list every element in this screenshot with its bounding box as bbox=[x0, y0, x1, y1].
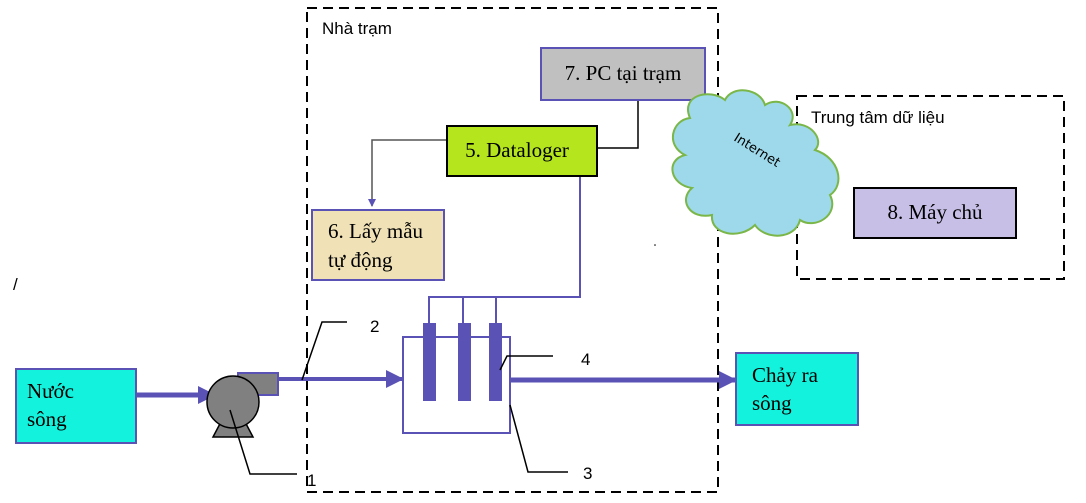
callout-4: 4 bbox=[581, 350, 590, 369]
datalogger-label: 5. Dataloger bbox=[465, 138, 569, 162]
sampler-label-line2: tự động bbox=[328, 248, 393, 272]
callout-3: 3 bbox=[583, 464, 592, 483]
river-water-box: Nước sông bbox=[15, 368, 137, 444]
river-water-line1: Nước bbox=[27, 379, 74, 403]
outflow-line1: Chảy ra bbox=[752, 363, 819, 387]
pump-icon bbox=[206, 372, 279, 438]
station-zone-label: Nhà trạm bbox=[322, 19, 392, 38]
station-zone: Nhà trạm bbox=[306, 7, 719, 493]
callout-lines bbox=[229, 321, 568, 475]
auto-sampler-box: 6. Lấy mẫu tự động bbox=[311, 209, 445, 281]
datacenter-zone-label: Trung tâm dữ liệu bbox=[811, 108, 945, 127]
sampler-label-line1: 6. Lấy mẫu bbox=[328, 219, 424, 243]
sensor-probe bbox=[423, 323, 436, 401]
outflow-box: Chảy ra sông bbox=[735, 352, 859, 426]
callout-2: 2 bbox=[370, 317, 379, 336]
river-water-line2: sông bbox=[27, 407, 67, 431]
stray-dot bbox=[654, 244, 656, 246]
server-label: 8. Máy chủ bbox=[887, 200, 983, 224]
sensor-probe bbox=[489, 323, 502, 401]
measurement-cell bbox=[402, 323, 511, 434]
station-pc-box: 7. PC tại trạm bbox=[540, 47, 706, 101]
station-pc-label: 7. PC tại trạm bbox=[565, 61, 682, 85]
datalogger-box: 5. Dataloger bbox=[446, 125, 598, 177]
sensor-probe bbox=[458, 323, 471, 401]
internet-cloud: Internet bbox=[671, 89, 840, 237]
signal-lines bbox=[368, 100, 639, 207]
callout-1: 1 bbox=[307, 471, 316, 490]
server-box: 8. Máy chủ bbox=[853, 187, 1017, 239]
outflow-line2: sông bbox=[752, 391, 792, 415]
stray-mark: / bbox=[13, 275, 18, 294]
sensor-cables bbox=[428, 176, 581, 323]
